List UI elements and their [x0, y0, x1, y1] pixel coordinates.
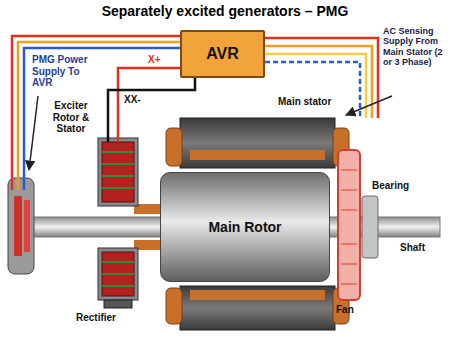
exciter-winding: [102, 187, 134, 189]
pmg-disc: [8, 178, 34, 274]
sensing-note: AC Sensing Supply From Main Stator (2 or…: [383, 26, 447, 67]
wire: [265, 54, 366, 118]
supply-note: PMG Power Supply To AVR: [32, 54, 102, 89]
fan-blade: [341, 244, 357, 245]
leader-arrow: [346, 96, 392, 115]
stator-winding: [190, 290, 325, 300]
fan-blade: [341, 264, 357, 265]
wire: [18, 42, 180, 190]
exciter-stator: [98, 138, 138, 206]
exciter-stator: [98, 248, 138, 300]
wire: [265, 46, 372, 118]
bearing: [362, 196, 378, 258]
wire: [118, 68, 180, 142]
rectifier-block: [104, 300, 132, 308]
part-name: Bearing: [372, 180, 409, 192]
fan: [338, 150, 360, 300]
wire: [108, 78, 195, 142]
pmg-magnet: [24, 200, 30, 252]
stator-core: [180, 286, 335, 330]
terminal-name: X+: [148, 54, 161, 66]
fan-blade: [341, 210, 357, 211]
exciter-winding: [102, 163, 134, 165]
wire: [12, 36, 180, 190]
part-name: Exciter Rotor & Stator: [42, 100, 100, 135]
exciter-winding: [102, 273, 134, 275]
terminal-name: XX-: [124, 94, 141, 106]
exciter-winding: [102, 285, 134, 287]
stator-core: [180, 118, 335, 168]
fan-blade: [341, 284, 357, 285]
controller-box: AVR: [180, 30, 265, 78]
exciter-rotor: [102, 252, 134, 296]
stator-winding: [190, 150, 325, 160]
rotor-body: Main Rotor: [160, 172, 330, 282]
part-name: Rectifier: [76, 312, 116, 324]
diagram-title: Separately excited generators – PMG: [0, 3, 450, 19]
part-name: Fan: [336, 304, 354, 316]
fan-blade: [341, 190, 357, 191]
exciter-winding: [102, 261, 134, 263]
part-name: Main stator: [278, 96, 331, 108]
end-winding: [166, 288, 182, 324]
end-winding: [166, 128, 182, 166]
exciter-winding: [102, 175, 134, 177]
leader-arrow: [29, 96, 38, 170]
node-text: AVR: [206, 45, 239, 63]
exciter-rotor: [102, 142, 134, 202]
exciter-winding: [102, 151, 134, 153]
pmg-magnet: [14, 196, 22, 256]
wire: [265, 62, 360, 118]
node-text: Main Rotor: [208, 219, 281, 235]
fan-blade: [341, 170, 357, 171]
wire: [24, 48, 180, 190]
part-name: Shaft: [400, 242, 425, 254]
wire: [265, 38, 378, 118]
